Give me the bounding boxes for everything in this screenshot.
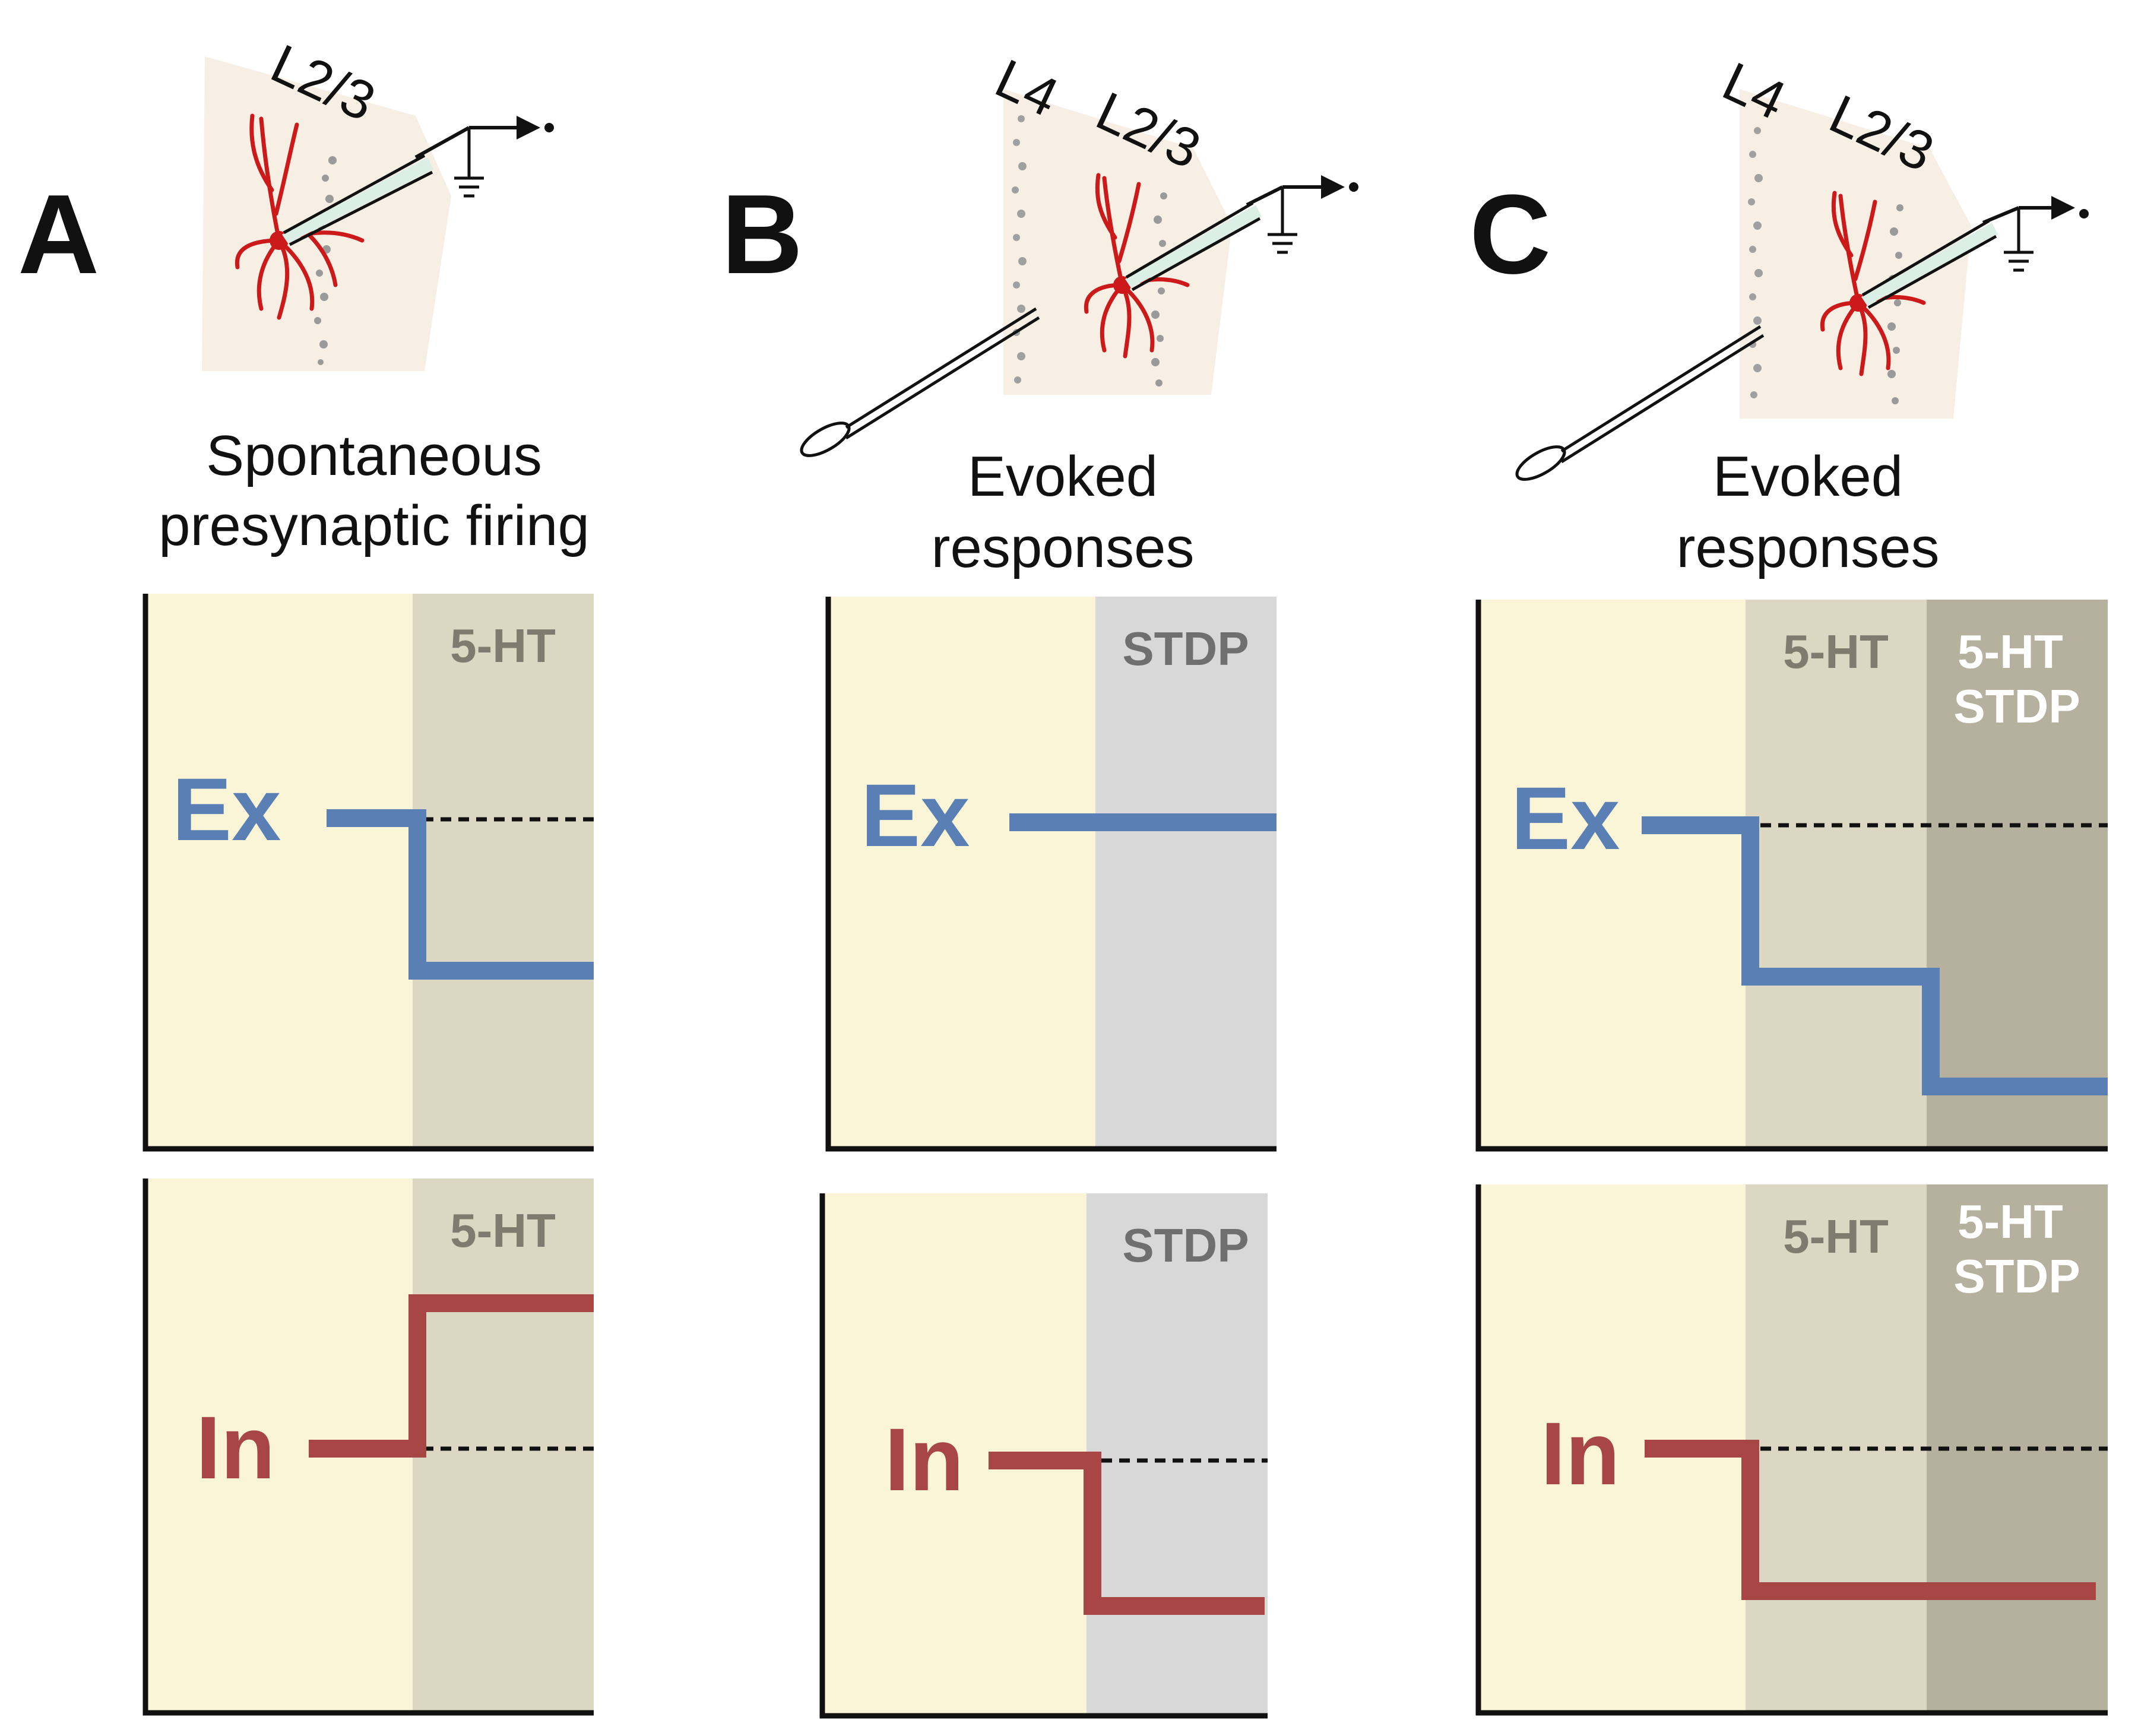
- excitatory-trace: [327, 809, 594, 980]
- region-label-stdp: STDP: [1122, 1219, 1249, 1272]
- region-label-5ht: 5-HT: [1783, 1210, 1889, 1263]
- inhibitory-trace: [309, 1294, 594, 1458]
- slice-illustration-a: L2/3: [202, 33, 554, 371]
- caption-a: Spontaneous presynaptic firing: [159, 424, 590, 557]
- panel-letter-a: A: [18, 172, 99, 297]
- region-stdp: [1095, 597, 1277, 1149]
- region-label-5ht: 5-HT: [450, 1204, 556, 1257]
- panel-b: B: [721, 48, 1358, 1719]
- axes: [142, 594, 594, 1152]
- inhibitory-trace: [989, 1452, 1265, 1615]
- trace-label-in: In: [196, 1398, 275, 1497]
- trace-label-in: In: [885, 1409, 964, 1509]
- caption-line-2: presynaptic firing: [159, 494, 590, 557]
- inhibitory-plot-c: 5-HT 5-HT STDP In: [1475, 1184, 2108, 1716]
- region-label-stdp: STDP: [1122, 622, 1249, 675]
- trace-label-ex: Ex: [861, 765, 970, 865]
- axes: [819, 1193, 1268, 1719]
- excitatory-plot-b: STDP Ex: [825, 597, 1277, 1152]
- caption-b: Evoked responses: [932, 445, 1195, 579]
- region-label-5ht: 5-HT: [450, 619, 556, 672]
- cell-layer-dots: [314, 156, 337, 365]
- stimulation-electrode: [1515, 325, 1765, 481]
- slice-illustration-c: L4 L2/3: [1515, 51, 2089, 481]
- slice-illustration-b: L4 L2/3: [800, 48, 1358, 457]
- panel-letter-c: C: [1469, 172, 1551, 297]
- axes: [1475, 600, 2108, 1152]
- trace-label-in: In: [1541, 1404, 1620, 1503]
- inhibitory-trace: [1645, 1440, 2096, 1600]
- trace-label-ex: Ex: [172, 759, 281, 859]
- region-stdp: [1087, 1193, 1268, 1716]
- baseline-region: [1478, 600, 1746, 1149]
- region-5ht: [1746, 600, 1927, 1149]
- brain-slice: [1003, 89, 1232, 395]
- region-label-line-2: STDP: [1953, 1250, 2080, 1303]
- excitatory-plot-a: 5-HT Ex: [142, 594, 594, 1152]
- caption-line-2: responses: [932, 516, 1195, 579]
- region-label-line-1: 5-HT: [1958, 1195, 2063, 1248]
- axes: [825, 597, 1277, 1152]
- axes: [1475, 1184, 2108, 1716]
- region-label-line-2: STDP: [1953, 680, 2080, 733]
- region-label-5ht-stdp: 5-HT STDP: [1953, 625, 2080, 733]
- panel-letter-b: B: [721, 172, 803, 297]
- baseline-region: [828, 597, 1095, 1149]
- caption-line-2: responses: [1677, 516, 1940, 579]
- recording-pipette: [1861, 196, 2089, 309]
- panel-c: C: [1469, 51, 2108, 1716]
- panel-a: A: [18, 33, 594, 1716]
- region-5ht: [413, 1179, 594, 1713]
- excitatory-trace: [1642, 816, 2108, 1095]
- region-5ht: [413, 594, 594, 1149]
- inhibitory-plot-a: 5-HT In: [142, 1179, 594, 1716]
- caption-line-1: Evoked: [968, 445, 1158, 508]
- region-label-line-1: 5-HT: [1958, 625, 2063, 678]
- region-label-5ht: 5-HT: [1783, 625, 1889, 678]
- brain-slice: [1740, 89, 1971, 419]
- axes: [142, 1179, 594, 1716]
- caption-c: Evoked responses: [1677, 445, 1940, 579]
- recording-pipette: [282, 116, 554, 246]
- stimulation-electrode: [800, 307, 1040, 457]
- baseline-region: [145, 594, 413, 1149]
- caption-line-1: Evoked: [1713, 445, 1903, 508]
- caption-line-1: Spontaneous: [206, 424, 542, 487]
- l4-cell-layer-dots: [1012, 115, 1027, 384]
- excitatory-plot-c: 5-HT 5-HT STDP Ex: [1475, 600, 2108, 1152]
- inhibitory-plot-b: STDP In: [819, 1193, 1268, 1719]
- region-label-5ht-stdp: 5-HT STDP: [1953, 1195, 2080, 1303]
- l4-cell-layer-dots: [1748, 127, 1763, 398]
- recording-pipette: [1125, 175, 1358, 292]
- trace-label-ex: Ex: [1511, 768, 1620, 868]
- region-5ht-stdp: [1927, 600, 2108, 1149]
